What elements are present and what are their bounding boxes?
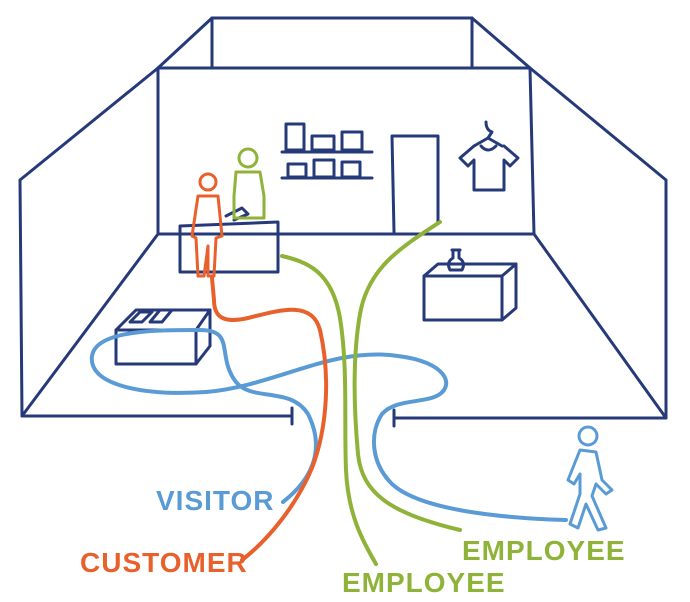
employee-path-right [352, 220, 462, 532]
employee-path-bottom [280, 254, 378, 566]
tshirt-hanger-icon [458, 120, 520, 192]
vase-icon [447, 248, 465, 272]
customer-path [210, 276, 329, 562]
ceiling-right-edge [470, 16, 532, 70]
customer-person [190, 172, 224, 278]
employee-label-right: EMPLOYEE [462, 535, 626, 566]
ceiling-left-edge [156, 16, 214, 70]
back-doorway [390, 134, 440, 234]
ceiling-back [210, 16, 474, 70]
visitor-label: VISITOR [156, 485, 275, 516]
display-table-left [114, 308, 212, 366]
left-wall [18, 66, 160, 418]
person-icon [232, 147, 266, 220]
shelf-icon [280, 122, 374, 180]
customer-label: CUSTOMER [80, 547, 248, 578]
display-table-right [422, 262, 518, 322]
room-outline [18, 16, 668, 428]
walking-person-icon [566, 425, 614, 532]
visitor-path [89, 328, 568, 522]
right-wall [528, 66, 668, 420]
employee-label-bottom: EMPLOYEE [342, 567, 506, 598]
